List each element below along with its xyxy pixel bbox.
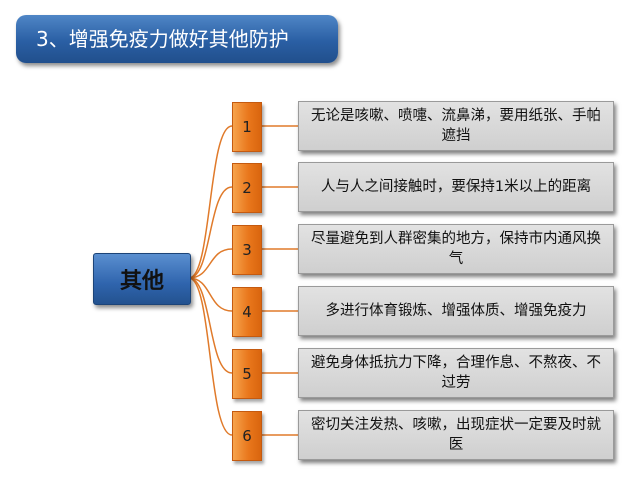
item-box-5: 避免身体抵抗力下降，合理作息、不熬夜、不过劳 [298, 348, 614, 398]
number-box-5: 5 [232, 349, 262, 399]
connector-1 [188, 125, 233, 279]
connector-6 [188, 277, 233, 436]
item-box-6: 密切关注发热、咳嗽，出现症状一定要及时就医 [298, 410, 614, 460]
item-box-2: 人与人之间接触时，要保持1米以上的距离 [298, 162, 614, 212]
connector-4 [188, 277, 233, 312]
connector-2 [188, 186, 233, 279]
number-box-4: 4 [232, 287, 262, 337]
number-box-3: 3 [232, 225, 262, 275]
item-box-1: 无论是咳嗽、喷嚏、流鼻涕，要用纸张、手帕遮挡 [298, 101, 614, 151]
item-box-4: 多进行体育锻炼、增强体质、增强免疫力 [298, 286, 614, 336]
item-box-3: 尽量避免到人群密集的地方，保持市内通风换气 [298, 224, 614, 274]
connector-5 [188, 277, 233, 374]
number-box-6: 6 [232, 411, 262, 461]
center-node: 其他 [93, 253, 191, 305]
number-box-2: 2 [232, 163, 262, 213]
page-title: 3、增强免疫力做好其他防护 [16, 15, 338, 63]
connector-3 [188, 248, 233, 279]
number-box-1: 1 [232, 102, 262, 152]
